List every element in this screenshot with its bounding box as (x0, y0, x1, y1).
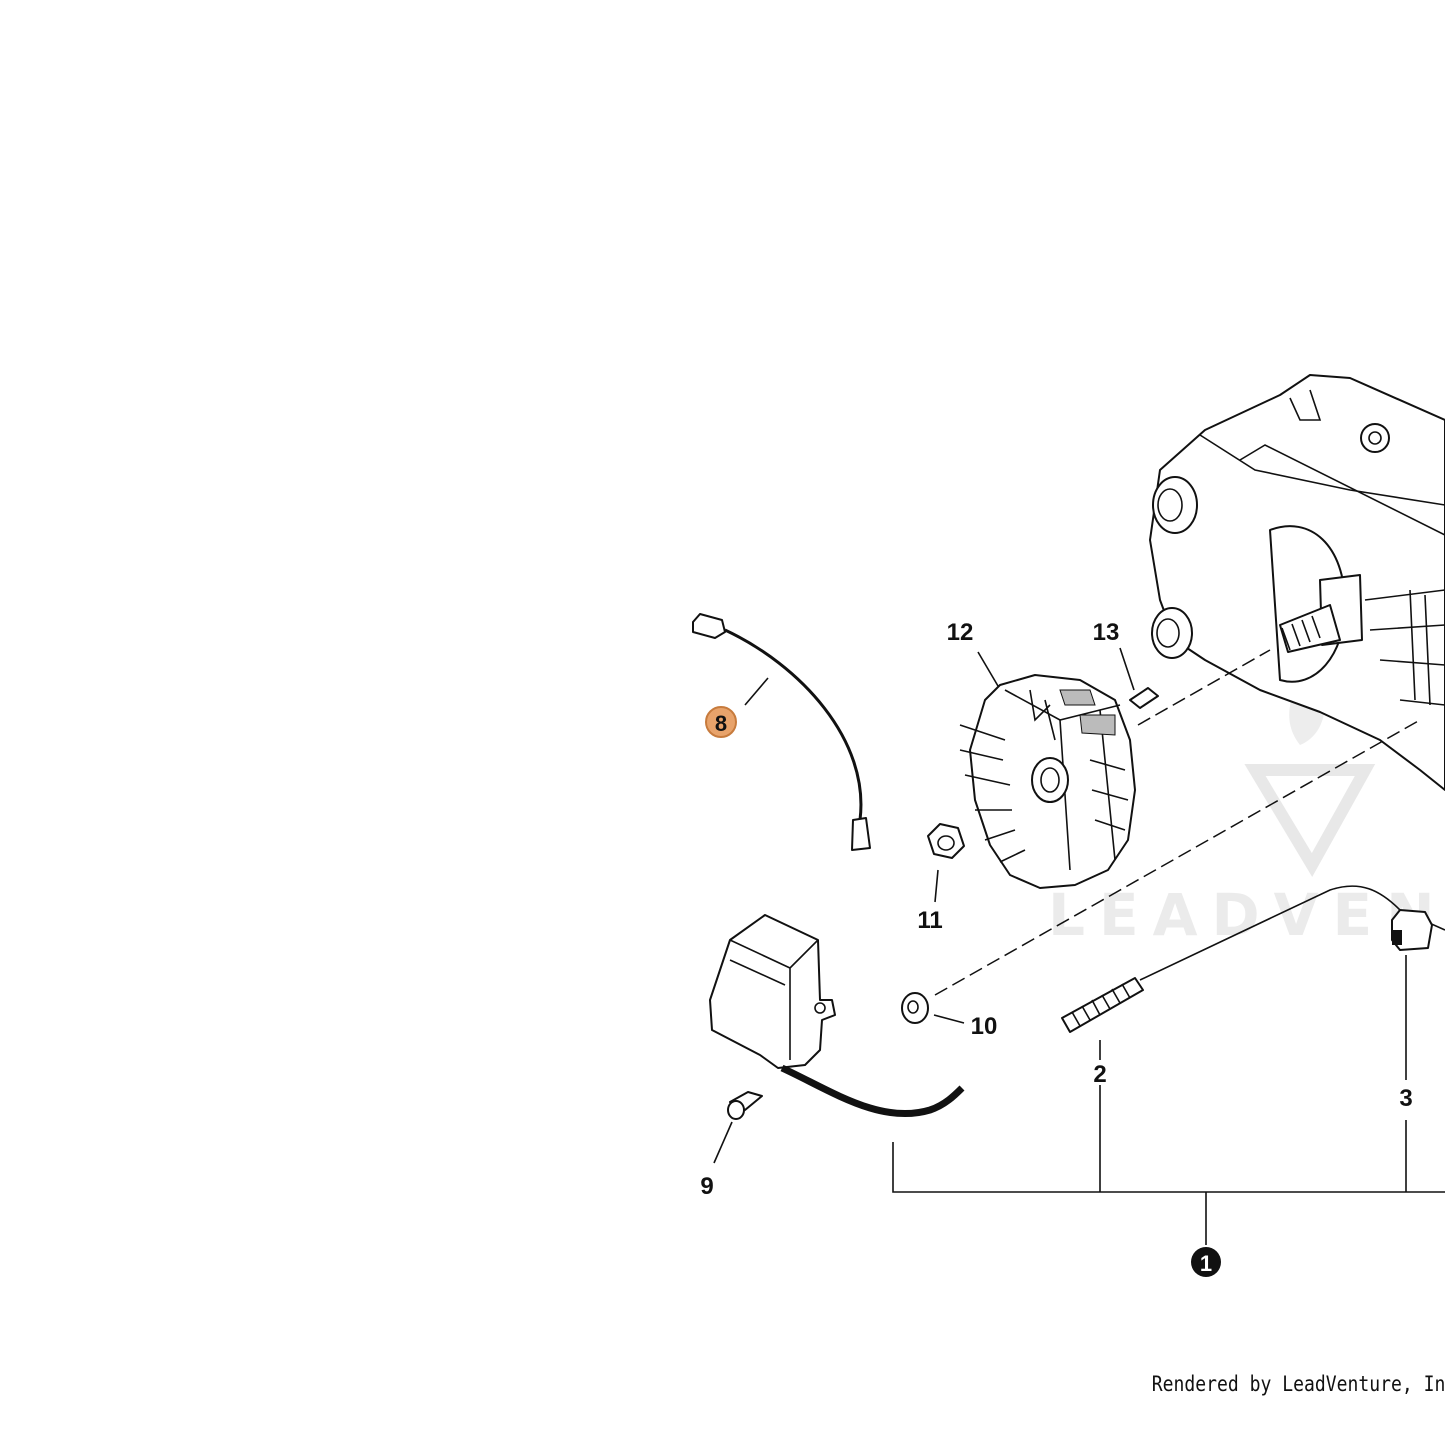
crankcase (1149, 374, 1445, 791)
footer-credit: Rendered by LeadVenture, In (1151, 1372, 1445, 1396)
screw (713, 1091, 763, 1164)
callout-11[interactable]: 11 (917, 907, 942, 934)
spring (1061, 977, 1144, 1060)
assembly-lines (934, 649, 1445, 996)
flywheel-nut (927, 823, 965, 903)
assembly-bracket (892, 1085, 1445, 1245)
callout-13[interactable]: 13 (1093, 619, 1120, 646)
callout-9[interactable]: 9 (700, 1173, 713, 1200)
callout-1[interactable]: 1 (1191, 1247, 1221, 1277)
callout-12[interactable]: 12 (947, 619, 974, 646)
callout-1-label: 1 (1200, 1251, 1212, 1276)
flywheel (959, 651, 1136, 889)
callout-8-highlight (705, 706, 737, 738)
grommet (1391, 909, 1433, 1080)
woodruff-key (1119, 647, 1159, 709)
callout-2[interactable]: 2 (1093, 1061, 1106, 1088)
watermark-text: LEADVENTU (1048, 881, 1445, 949)
watermark-logo: LEADVENTU (1048, 660, 1445, 949)
callout-8[interactable]: 8 (705, 706, 737, 738)
washer (901, 992, 965, 1024)
spark-plug-wire (692, 613, 871, 851)
callout-8-label: 8 (715, 711, 727, 736)
ignition-module (709, 914, 965, 1118)
callout-3[interactable]: 3 (1399, 1085, 1412, 1112)
callout-10[interactable]: 10 (971, 1013, 998, 1040)
